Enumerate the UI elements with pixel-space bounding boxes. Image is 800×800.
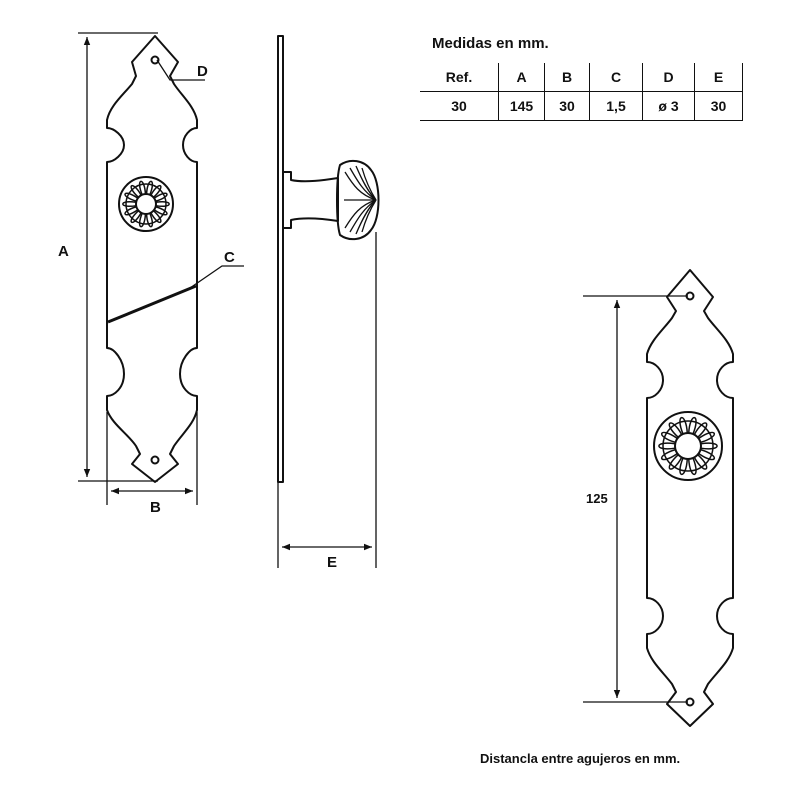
rosette-petal <box>693 454 708 470</box>
side-plate <box>277 35 284 483</box>
footnote: Distancla entre agujeros en mm. <box>480 751 681 766</box>
front-view-plate <box>106 35 198 483</box>
rosette-petal <box>661 431 678 444</box>
front-plate-outline <box>106 35 198 483</box>
rosette-petal <box>130 210 142 223</box>
rosette-petal <box>150 210 162 223</box>
right-plate-outline <box>646 269 734 727</box>
header-b: B <box>544 63 590 92</box>
dimension-e <box>277 232 377 568</box>
dimensions-table: Ref. A B C D E 30 145 30 1,5 ø 3 30 <box>420 63 743 121</box>
header-e: E <box>694 63 743 92</box>
rosette-petal <box>700 442 718 450</box>
header-a: A <box>498 63 545 92</box>
section-line-c <box>107 284 197 324</box>
rosette-petal <box>155 200 170 208</box>
rosette-petal <box>153 206 168 216</box>
right-rosette <box>653 411 723 481</box>
label-a: A <box>58 243 69 260</box>
leader-d <box>156 59 205 81</box>
table-header-row: Ref. A B C D E <box>420 63 743 92</box>
cell-e: 30 <box>694 91 743 121</box>
front-hole-bottom <box>150 455 160 465</box>
side-view <box>277 35 380 483</box>
cell-ref: 30 <box>420 91 499 121</box>
rosette-petal <box>668 422 683 438</box>
table-row: 30 145 30 1,5 ø 3 30 <box>420 91 743 121</box>
rosette-petal <box>145 180 154 196</box>
front-hole-top <box>150 55 160 65</box>
table-title: Medidas en mm. <box>432 35 549 52</box>
rosette-petal <box>679 457 689 476</box>
right-view-plate <box>646 269 734 727</box>
rosette-petal <box>668 454 683 470</box>
leader-c <box>189 265 244 289</box>
rosette-petal <box>687 416 697 435</box>
front-rosette <box>118 176 174 232</box>
rosette-petal <box>698 448 715 461</box>
knob-flutes <box>344 165 377 235</box>
cell-d: ø 3 <box>642 91 695 121</box>
rosette-petal <box>661 448 678 461</box>
rosette-petal <box>693 422 708 438</box>
rosette-petal <box>150 185 162 198</box>
rosette-petal <box>124 206 139 216</box>
dimension-b <box>106 412 198 505</box>
dimension-hole-distance <box>583 295 688 703</box>
rosette-petal <box>153 192 168 202</box>
label-e: E <box>327 554 337 571</box>
rosette-petal <box>130 185 142 198</box>
label-b: B <box>150 499 161 516</box>
rosette-petal <box>138 212 147 228</box>
label-c: C <box>224 249 235 266</box>
dimension-a <box>78 32 158 482</box>
knob-head <box>336 159 380 241</box>
label-hole-distance: 125 <box>586 491 608 506</box>
rosette-petal <box>145 212 154 228</box>
rosette-petal <box>698 431 715 444</box>
rosette-petal <box>679 416 689 435</box>
cell-a: 145 <box>498 91 545 121</box>
rosette-petal <box>124 192 139 202</box>
label-d: D <box>197 63 208 80</box>
rosette-petal <box>138 180 147 196</box>
knob-neck <box>283 171 339 229</box>
rosette-petal <box>122 200 137 208</box>
rosette-petal <box>658 442 676 450</box>
rosette-petal <box>687 457 697 476</box>
